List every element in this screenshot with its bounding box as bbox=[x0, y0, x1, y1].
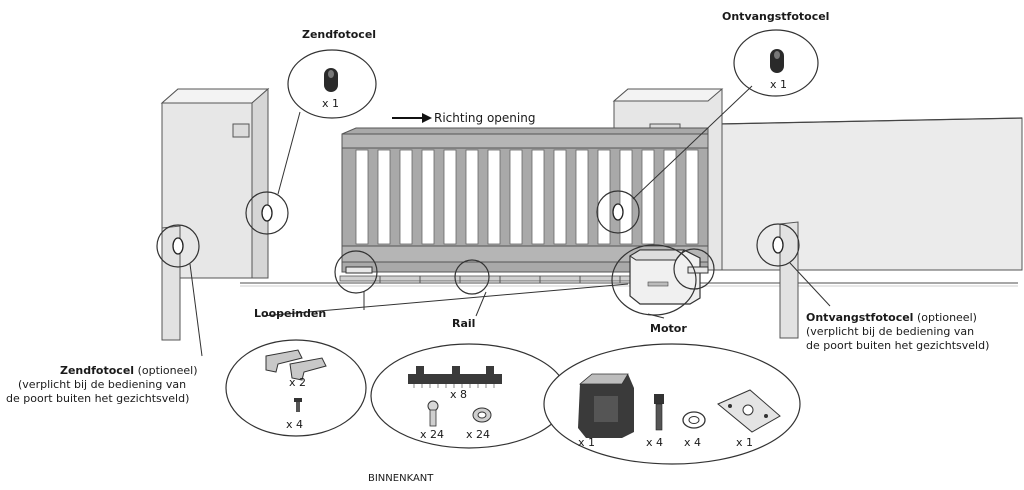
label-ontvangstfotocel-optional: Ontvangstfotocel (optioneel) bbox=[806, 311, 977, 324]
qty-loopeinden-brackets: x 2 bbox=[289, 376, 307, 389]
qty-ontvangstfotocel: x 1 bbox=[770, 78, 788, 91]
bolt-icon bbox=[427, 400, 439, 427]
qty-rail-washers: x 24 bbox=[466, 428, 491, 441]
label-ontvangstfotocel-optional-line2: (verplicht bij de bediening van bbox=[806, 325, 975, 338]
qty-motor-bolts: x 4 bbox=[646, 436, 664, 449]
photocell-black-icon bbox=[770, 49, 784, 73]
callout-circle-rail bbox=[454, 259, 490, 295]
label-binnenkant: BINNENKANT bbox=[368, 473, 434, 484]
label-ontvangstfotocel-optional-title: Ontvangstfotocel bbox=[806, 311, 914, 324]
label-richting-opening: Richting opening bbox=[434, 111, 536, 125]
motor-washer-icon bbox=[682, 411, 706, 429]
photocell-icon bbox=[612, 203, 624, 221]
label-zendfotocel-optional-line3: de poort buiten het gezichtsveld) bbox=[6, 392, 190, 405]
mounting-plate-icon bbox=[717, 389, 781, 433]
callout-circle-motor-endstop bbox=[673, 248, 715, 290]
label-loopeinden: Loopeinden bbox=[254, 307, 327, 320]
gear-rail bbox=[339, 275, 671, 283]
direction-arrow-icon bbox=[392, 113, 432, 123]
label-zendfotocel-optional-title: Zendfotocel bbox=[60, 364, 135, 377]
photocell-icon bbox=[261, 204, 273, 222]
qty-rail-bolts: x 24 bbox=[420, 428, 445, 441]
qty-motor-plate: x 1 bbox=[736, 436, 754, 449]
qty-loopeinden-screws: x 4 bbox=[286, 418, 304, 431]
screw-icon bbox=[294, 398, 302, 412]
right-wall bbox=[717, 117, 1023, 271]
qty-rail-segments: x 8 bbox=[450, 388, 468, 401]
callout-circle-ontvangstfotocel bbox=[596, 190, 640, 234]
photocell-black-icon bbox=[324, 68, 338, 92]
sliding-gate bbox=[341, 127, 709, 273]
label-zendfotocel-optional-line2: (verplicht bij de bediening van bbox=[18, 378, 187, 391]
motor-unit bbox=[629, 249, 701, 305]
right-post bbox=[779, 221, 799, 339]
label-zendfotocel: Zendfotocel bbox=[302, 28, 377, 41]
motor-icon bbox=[578, 373, 634, 438]
qty-motor-unit: x 1 bbox=[578, 436, 596, 449]
parts-bubble-loopeinden bbox=[225, 339, 367, 437]
callout-circle-optional-right bbox=[756, 223, 800, 267]
washer-icon bbox=[472, 407, 492, 423]
label-ontvangstfotocel: Ontvangstfotocel bbox=[722, 10, 830, 23]
label-motor: Motor bbox=[650, 322, 687, 335]
label-rail: Rail bbox=[452, 317, 476, 330]
rack-segment-icon bbox=[408, 366, 502, 388]
motor-bolt-icon bbox=[654, 394, 664, 431]
end-stop-on-gate bbox=[345, 266, 709, 274]
photocell-icon bbox=[772, 236, 784, 254]
end-stop-bracket-icon bbox=[265, 349, 327, 381]
callout-circle-zendfotocel bbox=[245, 191, 289, 235]
label-zendfotocel-optional: Zendfotocel (optioneel) bbox=[60, 364, 198, 377]
left-pillar bbox=[160, 87, 270, 279]
left-post bbox=[161, 225, 181, 341]
label-optional-suffix: (optioneel) bbox=[137, 364, 198, 377]
qty-motor-washers: x 4 bbox=[684, 436, 702, 449]
label-optional-suffix: (optioneel) bbox=[916, 311, 977, 324]
callout-circle-loopeinden bbox=[334, 250, 378, 294]
label-ontvangstfotocel-optional-line3: de poort buiten het gezichtsveld) bbox=[806, 339, 990, 352]
photocell-icon bbox=[172, 237, 184, 255]
callout-circle-optional-left bbox=[156, 224, 200, 268]
qty-zendfotocel: x 1 bbox=[322, 97, 340, 110]
